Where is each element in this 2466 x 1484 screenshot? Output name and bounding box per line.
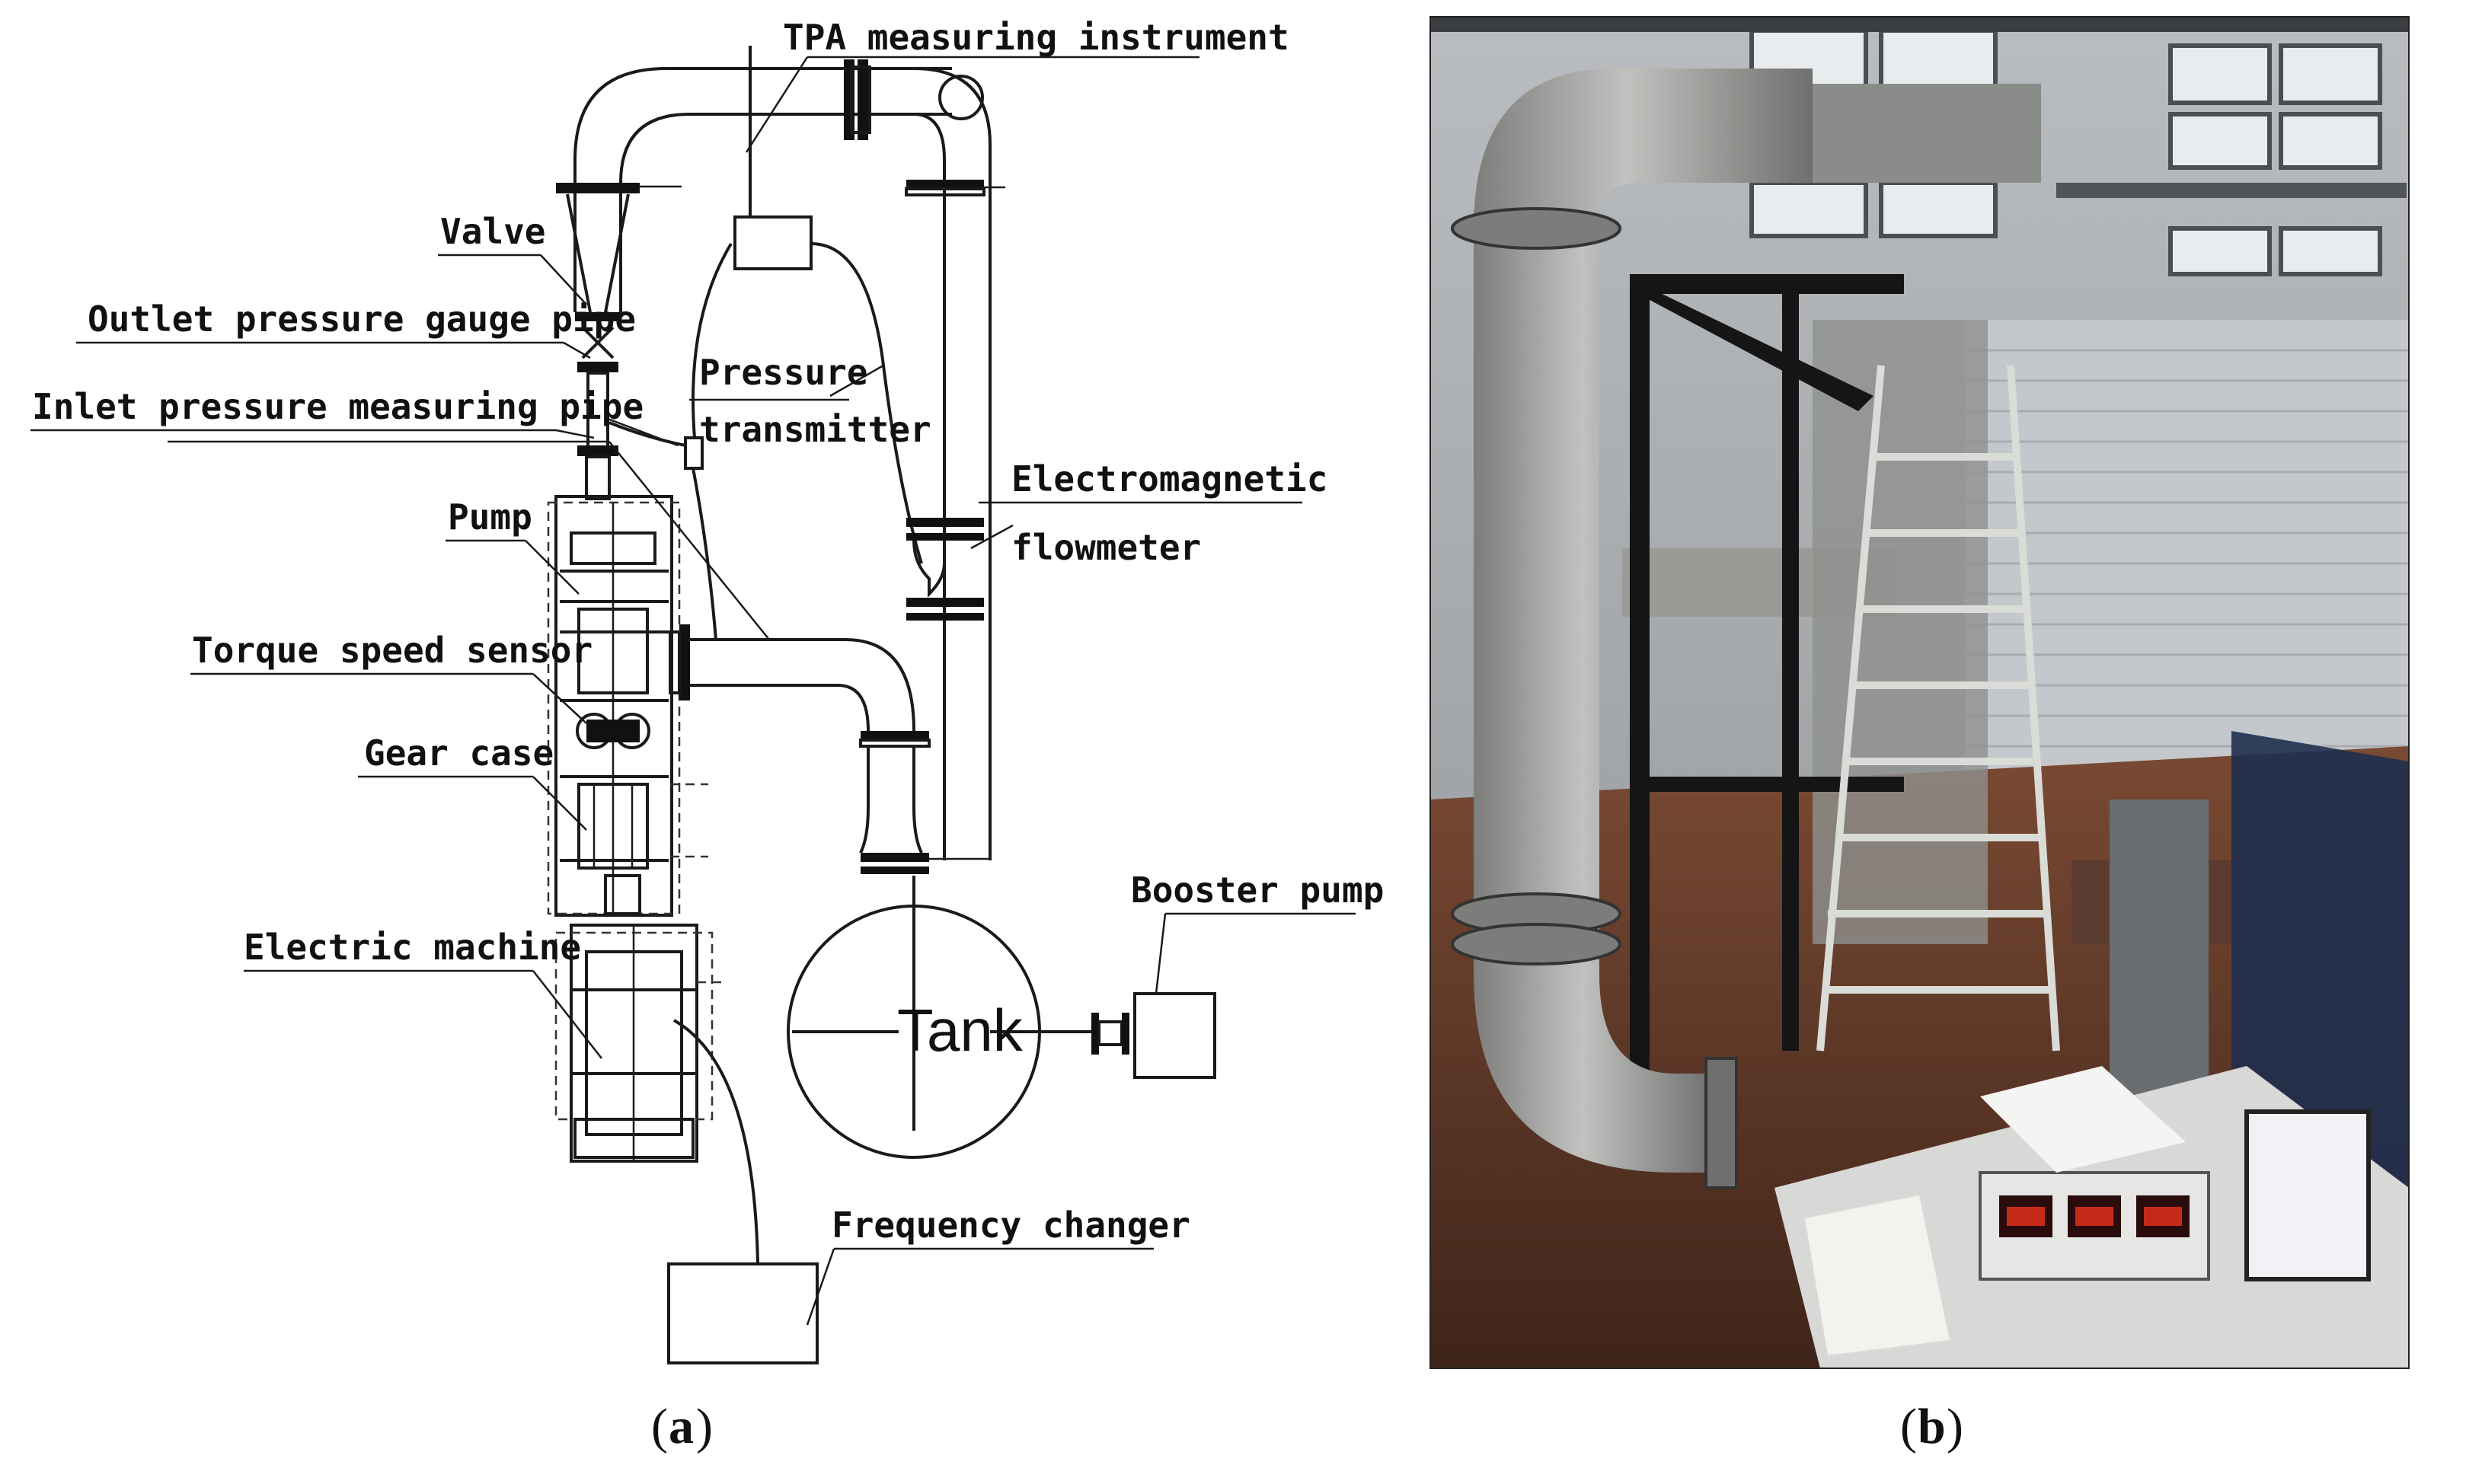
caption-b: ( b ) [1900,1399,1963,1454]
svg-text:(: ( [651,1399,668,1454]
leader-lines [30,56,1302,1059]
label-frequency-changer: Frequency changer [832,1205,1190,1246]
label-inlet-pressure-measuring-pipe: Inlet pressure measuring pipe [32,386,644,427]
label-pump: Pump [448,496,532,538]
label-booster-pump: Booster pump [1131,870,1384,911]
label-pressure: Pressure [699,352,868,393]
main-pipe [1451,69,2041,1189]
svg-text:): ) [696,1399,713,1454]
pump-assembly [547,495,708,917]
label-tpa-instrument: TPA measuring instrument [783,17,1289,58]
label-valve: Valve [440,211,545,252]
svg-text:a: a [669,1399,694,1454]
label-gear-case: Gear case [364,732,554,774]
caption-a: ( a ) [651,1399,713,1454]
labels: TPA measuring instrument Valve Outlet pr… [32,17,1384,1246]
steel-frame [1630,274,1904,1089]
label-outlet-pressure-gauge-pipe: Outlet pressure gauge pipe [88,298,636,340]
pressure-transmitter [609,242,733,640]
top-pipe [573,59,992,860]
instrument-table [1774,1066,2409,1368]
panel-a-schematic: TPA measuring instrument Valve Outlet pr… [30,17,1384,1364]
booster-pump [1091,912,1356,1079]
valve-section [556,183,679,500]
svg-text:b: b [1918,1399,1946,1454]
label-electromagnetic: Electromagnetic [1011,458,1327,499]
label-flowmeter: flowmeter [1011,527,1201,568]
svg-text:): ) [1947,1399,1963,1454]
label-electric-machine: Electric machine [244,927,581,968]
label-tank: Tank [897,997,1024,1064]
electric-machine [554,924,724,1163]
svg-text:(: ( [1900,1399,1917,1454]
flowmeter-column [905,180,1014,621]
label-torque-speed-sensor: Torque speed sensor [192,630,593,671]
frequency-changer [667,1019,1154,1364]
label-transmitter: transmitter [699,409,931,450]
tank [787,876,1097,1159]
ladder [1816,365,2060,1052]
tpa-instrument [733,46,923,564]
outlet-pipe [669,624,990,874]
panel-b-photo [1429,16,2410,1369]
